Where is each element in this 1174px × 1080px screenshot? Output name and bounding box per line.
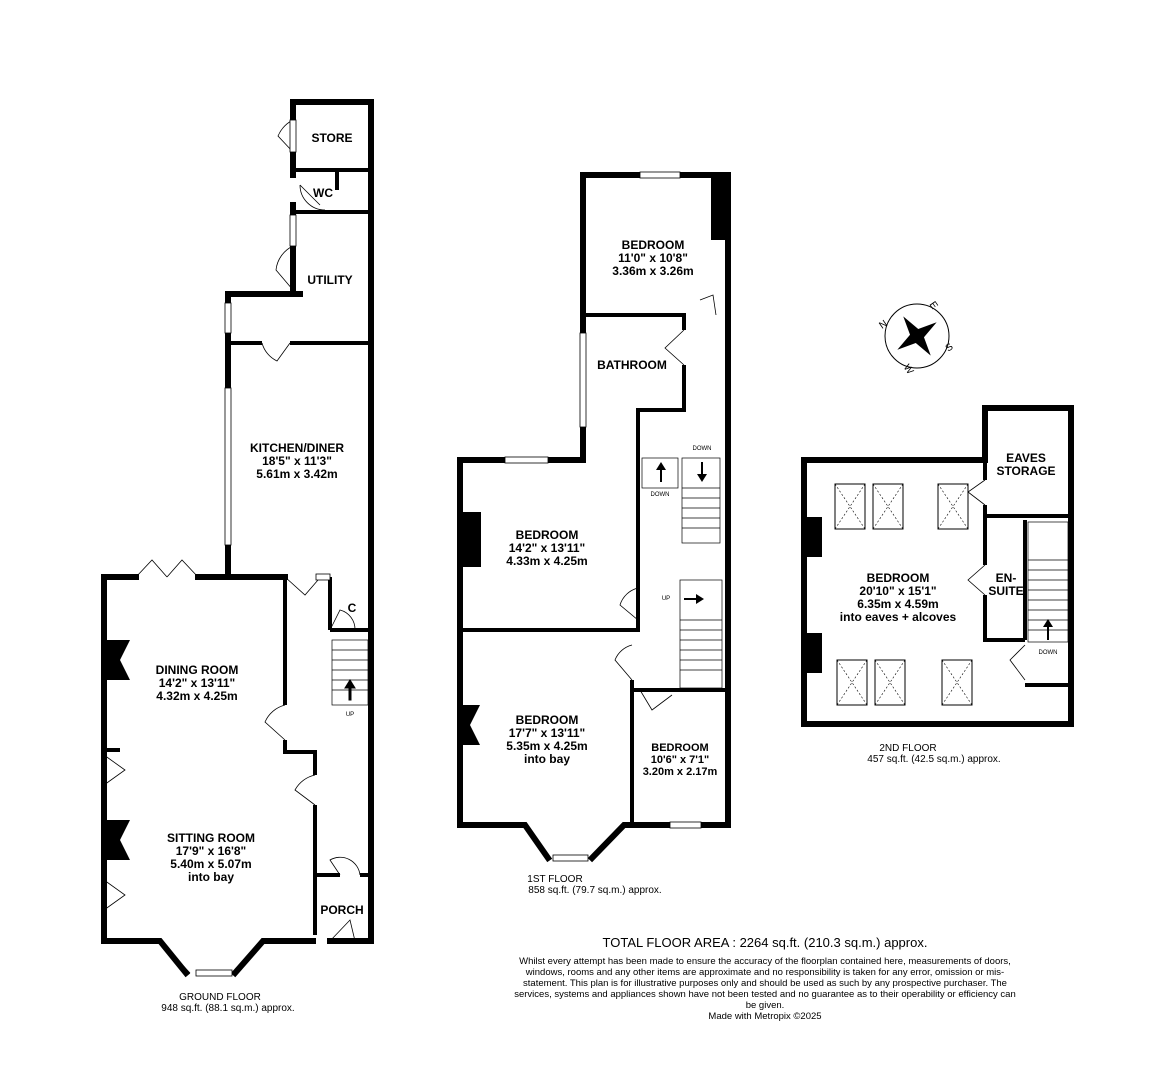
dining-name: DINING ROOM [156,663,239,677]
ensuite-label-1: EN- [996,571,1017,585]
sitting-metric: 5.40m x 5.07m [170,857,251,871]
sitting-imperial: 17'9" x 16'8" [176,844,246,858]
kitchen-imperial: 18'5" x 11'3" [262,454,332,468]
cupboard-label: C [348,601,357,615]
store-label: STORE [311,131,352,145]
bedroom-rear-name: BEDROOM [622,238,685,252]
bathroom-label: BATHROOM [597,358,667,372]
porch-label: PORCH [320,903,363,917]
ground-stair-up-label: UP [346,712,354,718]
eaves-label-1: EAVES [1006,451,1046,465]
eaves-label-2: STORAGE [996,464,1055,478]
footer: TOTAL FLOOR AREA : 2264 sq.ft. (210.3 sq… [510,935,1020,1022]
sitting-note: into bay [188,870,234,884]
ground-floor-plan: STORE WC UTILITY KITCHEN/DINER 18'5" x 1… [101,99,374,1014]
credit: Made with Metropix ©2025 [708,1011,822,1022]
ground-floor-caption: GROUND FLOOR [179,992,261,1003]
bedroom-mid-metric: 4.33m x 4.25m [506,554,587,568]
second-floor-caption: 2ND FLOOR [879,743,936,754]
disclaimer: Whilst every attempt has been made to en… [514,956,1016,1011]
utility-label: UTILITY [307,273,352,287]
first-floor-plan: DOWN DOWN UP BEDROOM 11'0" x 10'8" 3.36m… [457,171,731,896]
bedroom-front-note: into bay [524,752,570,766]
wc-label: WC [313,186,333,200]
second-bedroom-imperial: 20'10" x 15'1" [859,584,936,598]
second-floor-plan: DOWN EAVES STORAGE EN- SUITE BEDROOM 20'… [801,405,1074,765]
second-stair-down-label: DOWN [1039,650,1058,656]
ensuite-label-2: SUITE [988,584,1023,598]
compass-n: N [877,318,889,331]
kitchen-metric: 5.61m x 3.42m [256,467,337,481]
ground-floor-area: 948 sq.ft. (88.1 sq.m.) approx. [161,1003,294,1014]
bedroom-small-metric: 3.20m x 2.17m [643,766,718,778]
bedroom-rear-imperial: 11'0" x 10'8" [618,251,688,265]
first-stair-up-label: UP [662,596,670,602]
bedroom-front-imperial: 17'7" x 13'11" [509,726,585,740]
compass-s: S [944,341,956,354]
bedroom-front-name: BEDROOM [516,713,579,727]
second-bedroom-name: BEDROOM [867,571,930,585]
first-stair-down-label-1: DOWN [693,446,712,452]
compass-e: E [927,300,940,312]
skylights [834,483,973,706]
bedroom-small-imperial: 10'6" x 7'1" [651,754,709,766]
kitchen-name: KITCHEN/DINER [250,441,344,455]
dining-imperial: 14'2" x 13'11" [159,676,235,690]
bedroom-mid-name: BEDROOM [516,528,579,542]
second-bedroom-note: into eaves + alcoves [840,610,957,624]
bedroom-small-name: BEDROOM [651,742,708,754]
dining-metric: 4.32m x 4.25m [156,689,237,703]
sitting-name: SITTING ROOM [167,831,255,845]
bedroom-mid-imperial: 14'2" x 13'11" [509,541,585,555]
compass-rose: N E S W [877,300,955,377]
second-floor-area: 457 sq.ft. (42.5 sq.m.) approx. [867,754,1000,765]
first-floor-area: 858 sq.ft. (79.7 sq.m.) approx. [528,885,661,896]
first-stair-down-label-2: DOWN [651,492,670,498]
total-floor-area: TOTAL FLOOR AREA : 2264 sq.ft. (210.3 sq… [602,935,928,950]
second-bedroom-metric: 6.35m x 4.59m [857,597,938,611]
first-floor-caption: 1ST FLOOR [527,874,582,885]
bedroom-front-metric: 5.35m x 4.25m [506,739,587,753]
bedroom-rear-metric: 3.36m x 3.26m [612,264,693,278]
